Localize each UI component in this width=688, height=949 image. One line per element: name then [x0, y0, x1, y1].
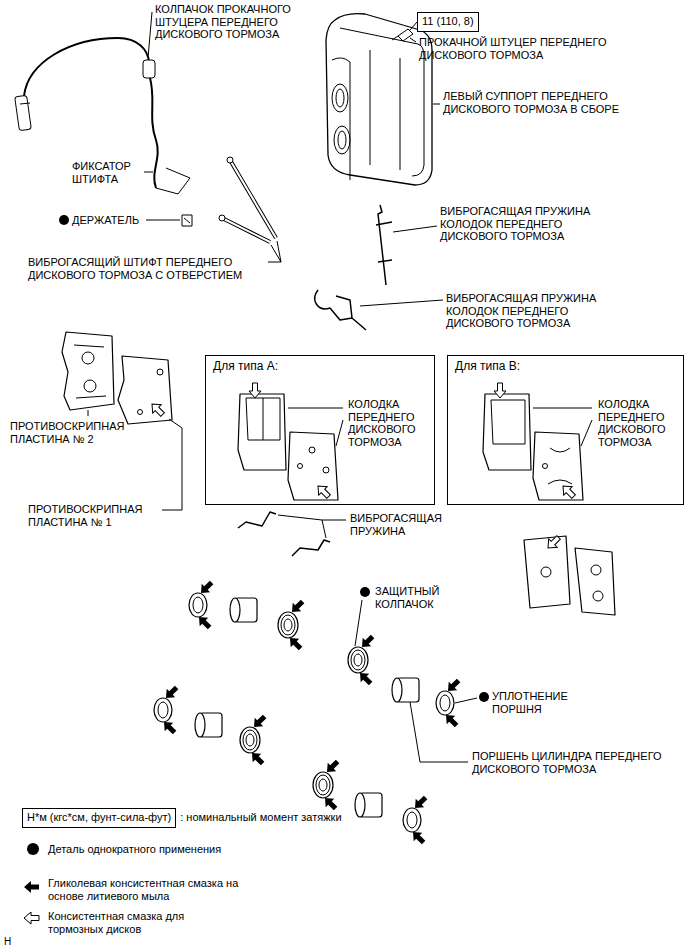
- legend-text: Деталь однократного применения: [48, 843, 308, 856]
- part-label: ВИБРОГАСЯЩАЯ ПРУЖИНА: [350, 512, 465, 537]
- legend-text: Гликолевая консистентная смазка на основ…: [48, 877, 243, 902]
- part-label: ПРОТИВОСКРИПНАЯ ПЛАСТИНА № 2: [10, 420, 145, 445]
- part-label: ВИБРОГАСЯЩИЙ ШТИФТ ПЕРЕДНЕГО ДИСКОВОГО Т…: [28, 256, 264, 281]
- part-name: КОЛОДКА ПЕРЕДНЕГО ДИСКОВОГО ТОРМОЗА: [598, 398, 680, 448]
- variant-panel: Для типа A: КОЛОДКА ПЕРЕДНЕГО ДИСКОВОГО Т…: [205, 355, 435, 505]
- part-label: ФИКСАТОР ШТИФТА: [72, 160, 152, 185]
- torque-value: 11 (110, 8): [422, 14, 474, 28]
- legend-key-box: Н*м (кгс*см, фунт-сила-фут): [22, 808, 176, 828]
- part-label: ДЕРЖАТЕЛЬ: [72, 214, 152, 227]
- legend-text: Консистентная смазка для тормозных диско…: [48, 910, 186, 935]
- part-label: H: [4, 936, 24, 949]
- part-label: ПРОТИВОСКРИПНАЯ ПЛАСТИНА № 1: [28, 503, 158, 528]
- part-label: ПОРШЕНЬ ЦИЛИНДРА ПЕРЕДНЕГО ДИСКОВОГО ТОР…: [472, 750, 682, 775]
- variant-panel: Для типа B: КОЛОДКА ПЕРЕДНЕГО ДИСКОВОГО Т…: [447, 355, 684, 505]
- part-label: КОЛПАЧОК ПРОКАЧНОГО ШТУЦЕРА ПЕРЕДНЕГО ДИ…: [155, 3, 305, 41]
- variant-heading: Для типа B:: [455, 359, 520, 373]
- variant-heading: Для типа A:: [213, 359, 278, 373]
- torque-box: 11 (110, 8): [417, 12, 479, 32]
- part-label: УПЛОТНЕНИЕ ПОРШНЯ: [492, 690, 602, 715]
- part-label: ВИБРОГАСЯЩАЯ ПРУЖИНА КОЛОДОК ПЕРЕДНЕГО Д…: [446, 292, 598, 330]
- legend-text: : номинальный момент затяжки: [180, 811, 341, 824]
- part-label: ПРОКАЧНОЙ ШТУЦЕР ПЕРЕДНЕГО ДИСКОВОГО ТОР…: [419, 36, 624, 61]
- part-label: ЛЕВЫЙ СУППОРТ ПЕРЕДНЕГО ДИСКОВОГО ТОРМОЗ…: [443, 90, 648, 115]
- part-label: ЗАЩИТНЫЙ КОЛПАЧОК: [375, 585, 475, 610]
- torque-unit: Н*м (кгс*см, фунт-сила-фут): [27, 810, 171, 824]
- part-label: ВИБРОГАСЯЩАЯ ПРУЖИНА КОЛОДОК ПЕРЕДНЕГО Д…: [440, 205, 592, 243]
- part-name: КОЛОДКА ПЕРЕДНЕГО ДИСКОВОГО ТОРМОЗА: [348, 398, 430, 448]
